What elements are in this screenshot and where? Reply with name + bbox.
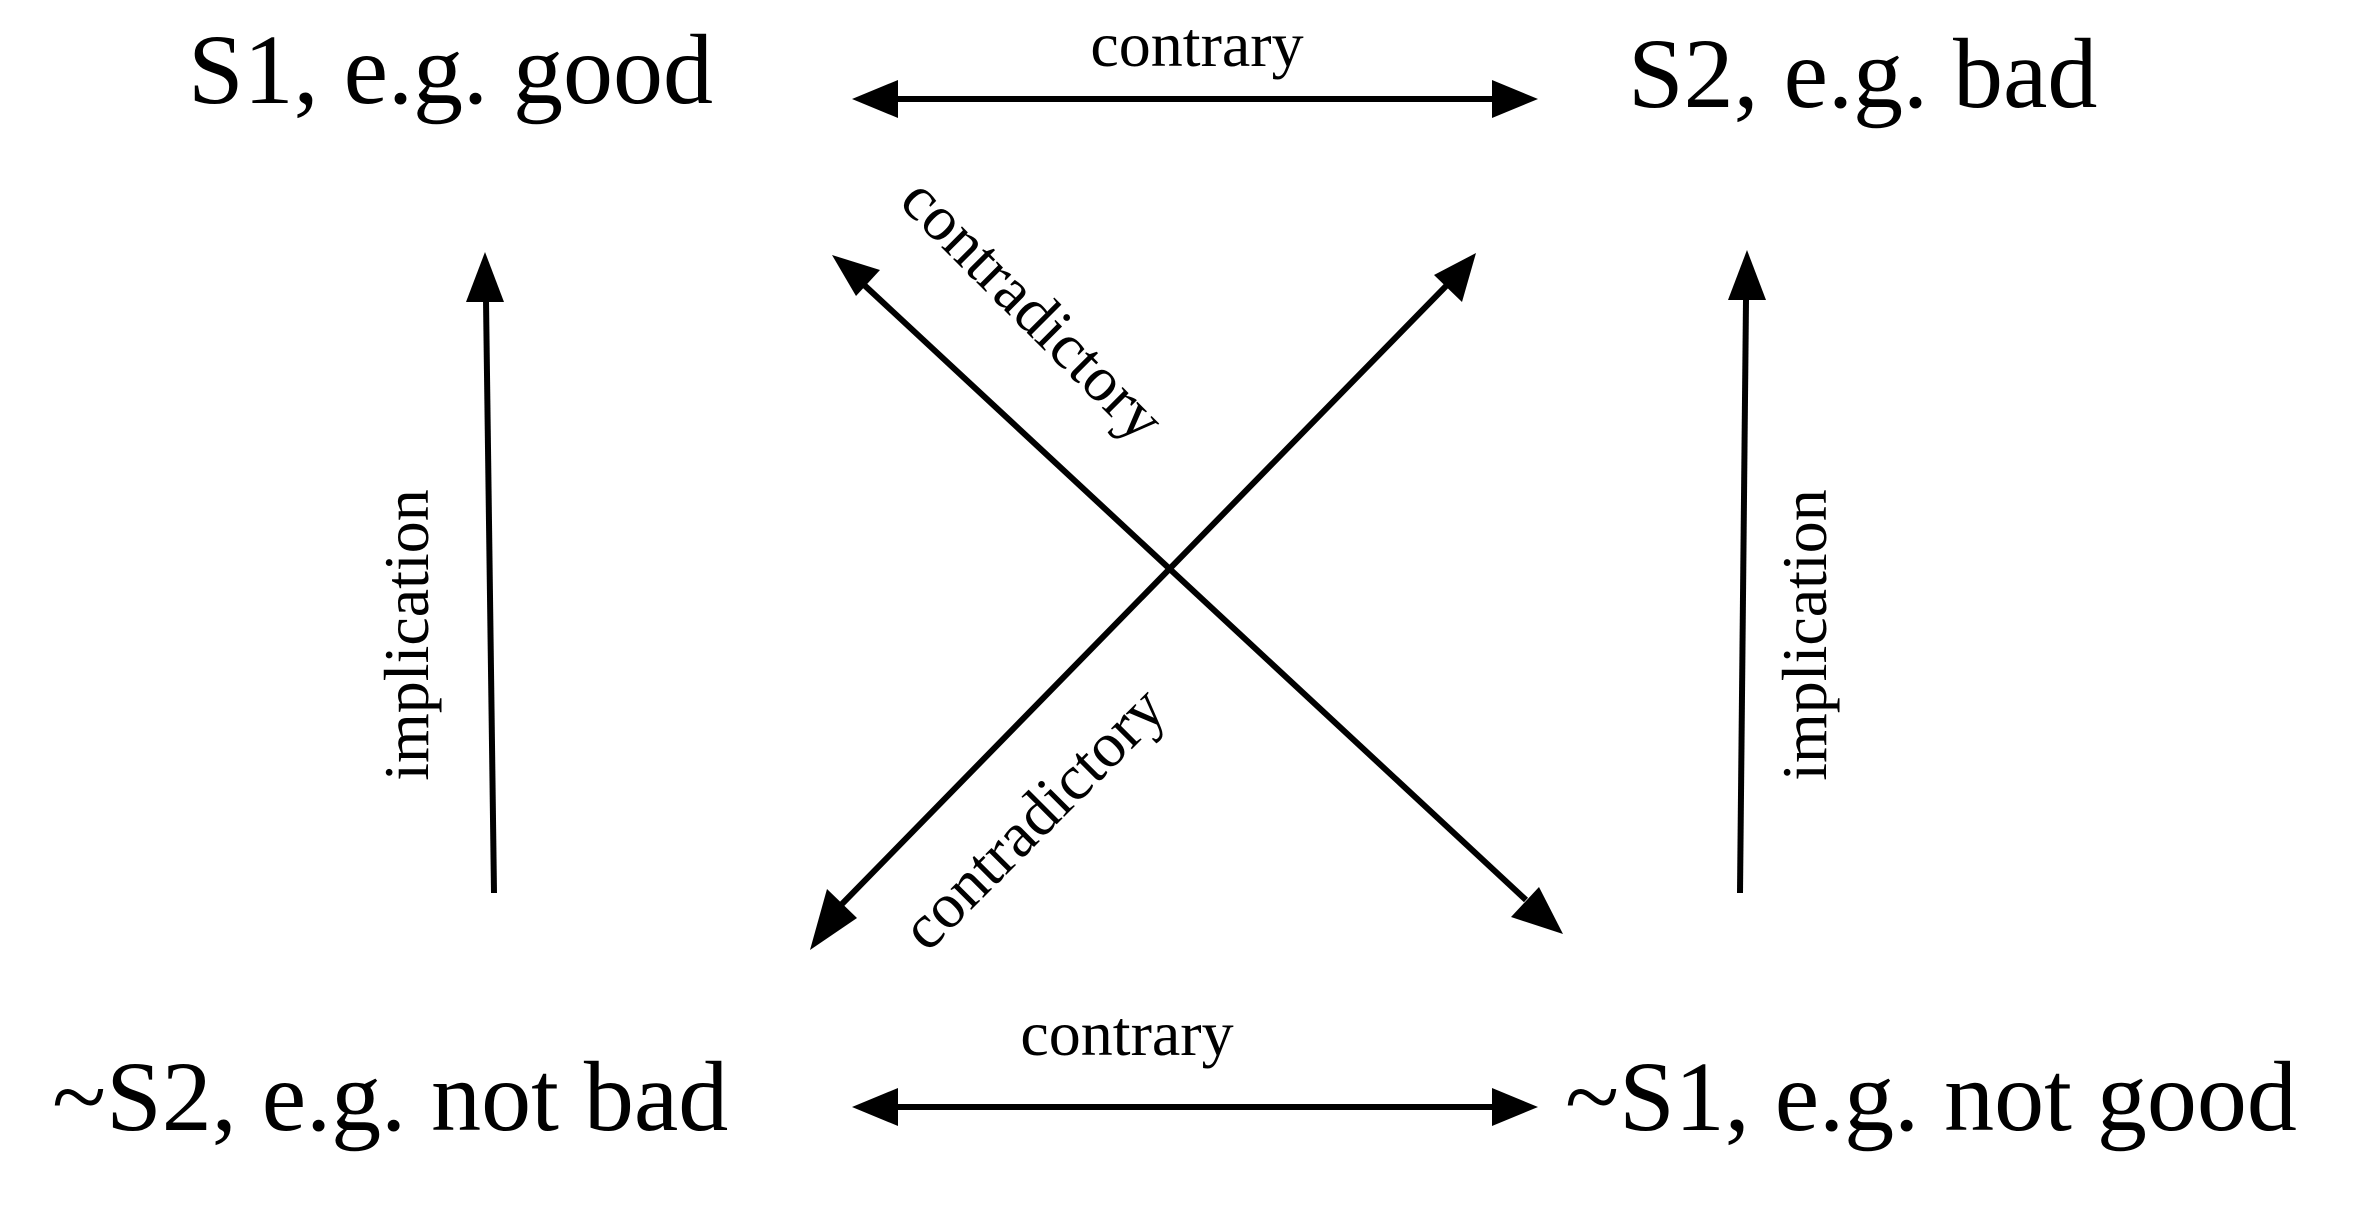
contradictory-diagonal-s1-not-s1 (832, 255, 1563, 934)
implication-left-arrow (466, 252, 504, 894)
node-s2-label: S2, e.g. bad (1628, 18, 2097, 129)
contrary-top-arrow (852, 80, 1538, 118)
implication-left-label: implication (371, 489, 442, 781)
implication-right-label: implication (1769, 489, 1840, 781)
implication-right-arrow (1728, 250, 1766, 894)
contradictory-lower-label: contradictory (887, 672, 1178, 963)
contradictory-diagonal-s2-not-s2 (810, 253, 1476, 950)
contradictory-upper-label: contradictory (887, 163, 1178, 454)
node-s1-label: S1, e.g. good (188, 14, 713, 125)
contrary-bottom-label: contrary (1020, 998, 1233, 1069)
contrary-bottom-arrow (852, 1088, 1538, 1126)
node-not-s2-label: ~S2, e.g. not bad (52, 1041, 728, 1152)
node-not-s1-label: ~S1, e.g. not good (1565, 1041, 2297, 1152)
contrary-top-label: contrary (1090, 9, 1303, 80)
